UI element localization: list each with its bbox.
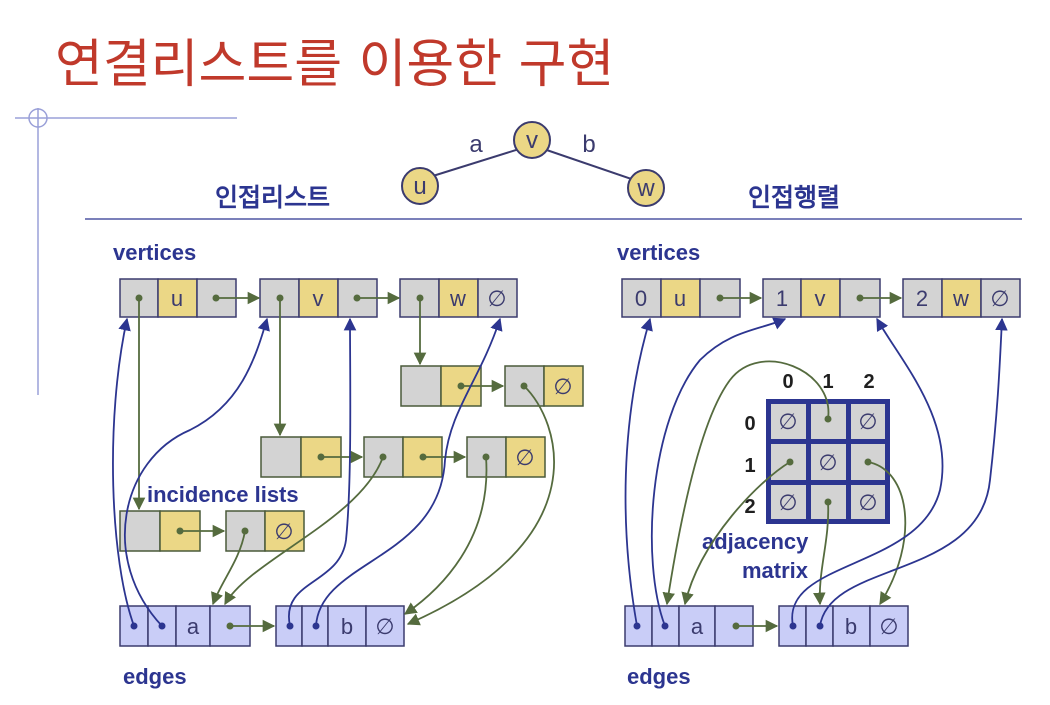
- vertex-index: 1: [776, 286, 788, 311]
- null-icon: ∅: [778, 490, 797, 515]
- incidence-lists-label: incidence lists: [147, 482, 299, 507]
- incidence-list-v: ∅: [260, 436, 546, 478]
- page-title: 연결리스트를 이용한 구현: [55, 35, 614, 95]
- vertex-name: w: [952, 286, 969, 311]
- null-icon: ∅: [778, 409, 797, 434]
- right-arrows: [624, 291, 1008, 633]
- null-icon: ∅: [858, 409, 877, 434]
- left-vertex-list: u v w ∅: [119, 278, 518, 318]
- graph-edge-label: a: [469, 131, 483, 158]
- edge-name: b: [341, 614, 353, 639]
- vertex-name: w: [449, 286, 466, 311]
- right-edges-label: edges: [627, 664, 691, 689]
- null-icon: ∅: [818, 450, 837, 475]
- adjacency-matrix-heading: 인접행렬: [748, 183, 840, 212]
- matrix-label: adjacency: [702, 529, 809, 554]
- graph-vertex-label: v: [526, 127, 538, 154]
- incidence-list-u: ∅: [119, 510, 305, 552]
- vertex-name: v: [815, 286, 826, 311]
- edge-node-b: b ∅: [778, 605, 909, 647]
- graph-vertex-u: [401, 167, 439, 205]
- small-graph: v u w a b: [401, 121, 665, 207]
- null-icon: ∅: [553, 374, 572, 399]
- matrix-row-header: 1: [744, 455, 755, 477]
- graph-vertex-label: w: [636, 175, 655, 202]
- null-icon: ∅: [274, 519, 293, 544]
- edge-name: a: [691, 614, 704, 639]
- vertex-node-2: 2 w ∅: [902, 278, 1021, 318]
- null-icon: ∅: [990, 286, 1009, 311]
- edge-name: b: [845, 614, 857, 639]
- left-edges-label: edges: [123, 664, 187, 689]
- graph-edge-label: b: [582, 131, 595, 158]
- graph-vertex-v: [513, 121, 551, 159]
- crosshair-icon: [28, 108, 48, 128]
- edge-node-b: b ∅: [275, 605, 405, 647]
- edge-node-a: a: [624, 605, 754, 647]
- vertex-name: v: [313, 286, 324, 311]
- matrix-headers: 0 1 2 0 1 2: [744, 371, 874, 518]
- incidence-list-w: ∅: [400, 365, 584, 407]
- left-vertices-label: vertices: [113, 240, 196, 265]
- vertex-node-1: 1 v: [762, 278, 881, 318]
- vertex-name: u: [171, 286, 183, 311]
- null-icon: ∅: [487, 286, 506, 311]
- vertex-index: 2: [916, 286, 928, 311]
- pointer-dots: [135, 294, 872, 630]
- null-icon: ∅: [375, 614, 394, 639]
- null-icon: ∅: [879, 614, 898, 639]
- right-vertex-list: 0 u 1 v 2 w ∅: [621, 278, 1021, 318]
- edge-name: a: [187, 614, 200, 639]
- graph-edge-b: [531, 144, 647, 185]
- matrix-row-header: 0: [744, 413, 755, 435]
- null-icon: ∅: [858, 490, 877, 515]
- matrix-label: matrix: [742, 558, 809, 583]
- graph-vertex-w: [627, 169, 665, 207]
- graph-edge-a: [419, 144, 533, 181]
- vertex-name: u: [674, 286, 686, 311]
- right-edge-list: a b ∅: [624, 605, 909, 647]
- graph-vertex-label: u: [413, 173, 426, 200]
- matrix-row-header: 2: [744, 496, 755, 518]
- vertex-index: 0: [635, 286, 647, 311]
- pointer-dots-blue: [130, 622, 824, 630]
- null-icon: ∅: [515, 445, 534, 470]
- matrix-col-header: 1: [822, 371, 833, 393]
- left-arrows: [112, 291, 555, 633]
- matrix-col-header: 0: [782, 371, 793, 393]
- matrix-col-header: 2: [863, 371, 874, 393]
- adjacency-list-heading: 인접리스트: [215, 183, 330, 212]
- slide-decoration: [15, 108, 1022, 395]
- right-vertices-label: vertices: [617, 240, 700, 265]
